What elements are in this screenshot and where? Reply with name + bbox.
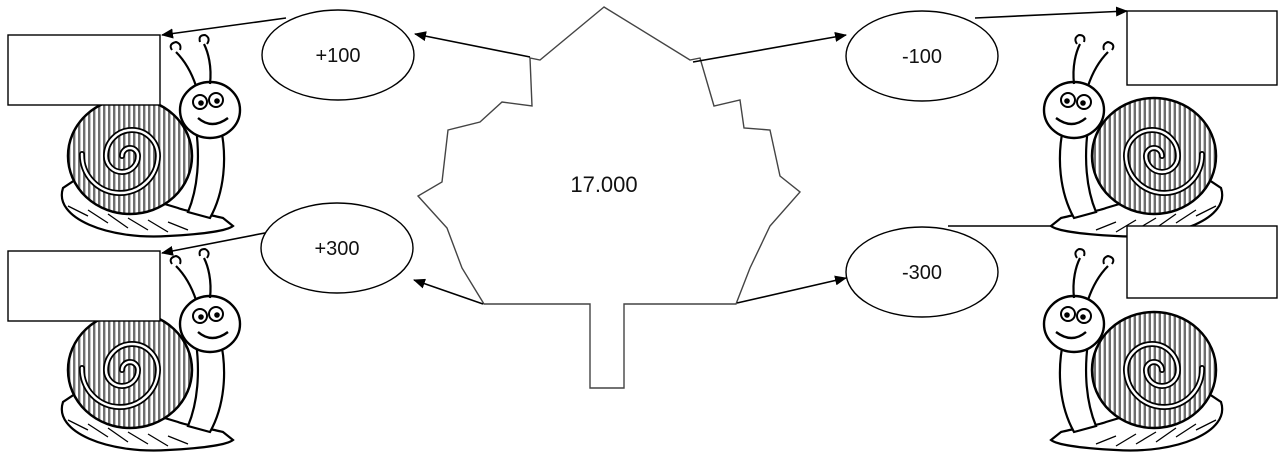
center-value: 17.000 [570, 172, 637, 197]
operation-node-minus-100: -100 [845, 10, 999, 102]
arrow-leaf-to-plus-300 [413, 278, 484, 305]
arrow-leaf-to-minus-300 [736, 275, 847, 304]
operation-label: -100 [902, 46, 942, 68]
operation-label: -300 [902, 262, 942, 284]
answer-box-bottom-right[interactable] [1126, 225, 1278, 299]
answer-box-top-right[interactable] [1126, 10, 1278, 86]
operation-node-plus-100: +100 [261, 9, 415, 101]
arrow-plus-300-to-box [161, 231, 271, 256]
arrow-leaf-to-minus-100 [692, 31, 847, 63]
maple-leaf-icon [416, 6, 802, 389]
operation-label: +300 [314, 238, 359, 260]
arrow-minus-100-to-box [974, 6, 1128, 19]
answer-box-bottom-left[interactable] [7, 250, 161, 322]
answer-box-top-left[interactable] [7, 34, 161, 106]
arrow-plus-100-to-box [161, 17, 287, 39]
connector-arrows [161, 6, 1128, 305]
operation-label: +100 [315, 45, 360, 67]
operation-node-minus-300: -300 [845, 226, 999, 318]
operation-node-plus-300: +300 [260, 202, 414, 294]
arrow-leaf-to-plus-100 [414, 31, 531, 58]
